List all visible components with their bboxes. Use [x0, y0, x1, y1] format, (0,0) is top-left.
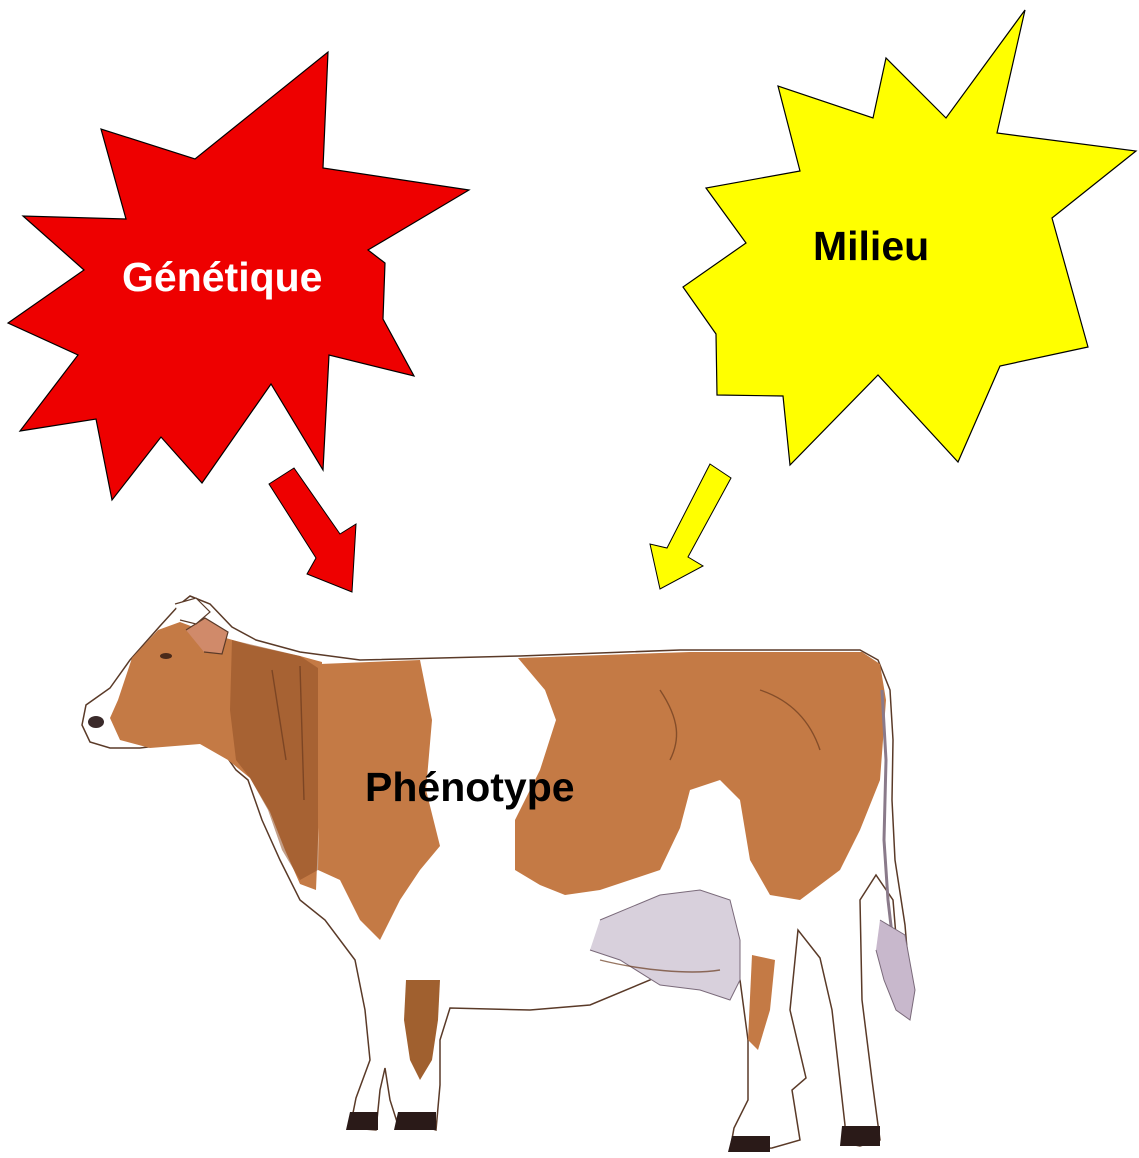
cow-hoof-front-right	[394, 1112, 436, 1130]
cow-eye	[160, 653, 172, 659]
genetics-arrow	[269, 468, 356, 592]
cow-tail-tuft	[876, 920, 915, 1020]
environment-arrow	[650, 464, 731, 589]
cow-hoof-front-left	[346, 1112, 378, 1130]
environment-label: Milieu	[813, 226, 929, 267]
cow-hoof-back-right	[840, 1126, 880, 1146]
cow-illustration	[82, 596, 915, 1152]
cow-nose	[88, 716, 104, 728]
cow-hoof-back-left	[728, 1136, 770, 1152]
phenotype-label: Phénotype	[365, 767, 575, 808]
genetics-label: Génétique	[122, 257, 322, 298]
